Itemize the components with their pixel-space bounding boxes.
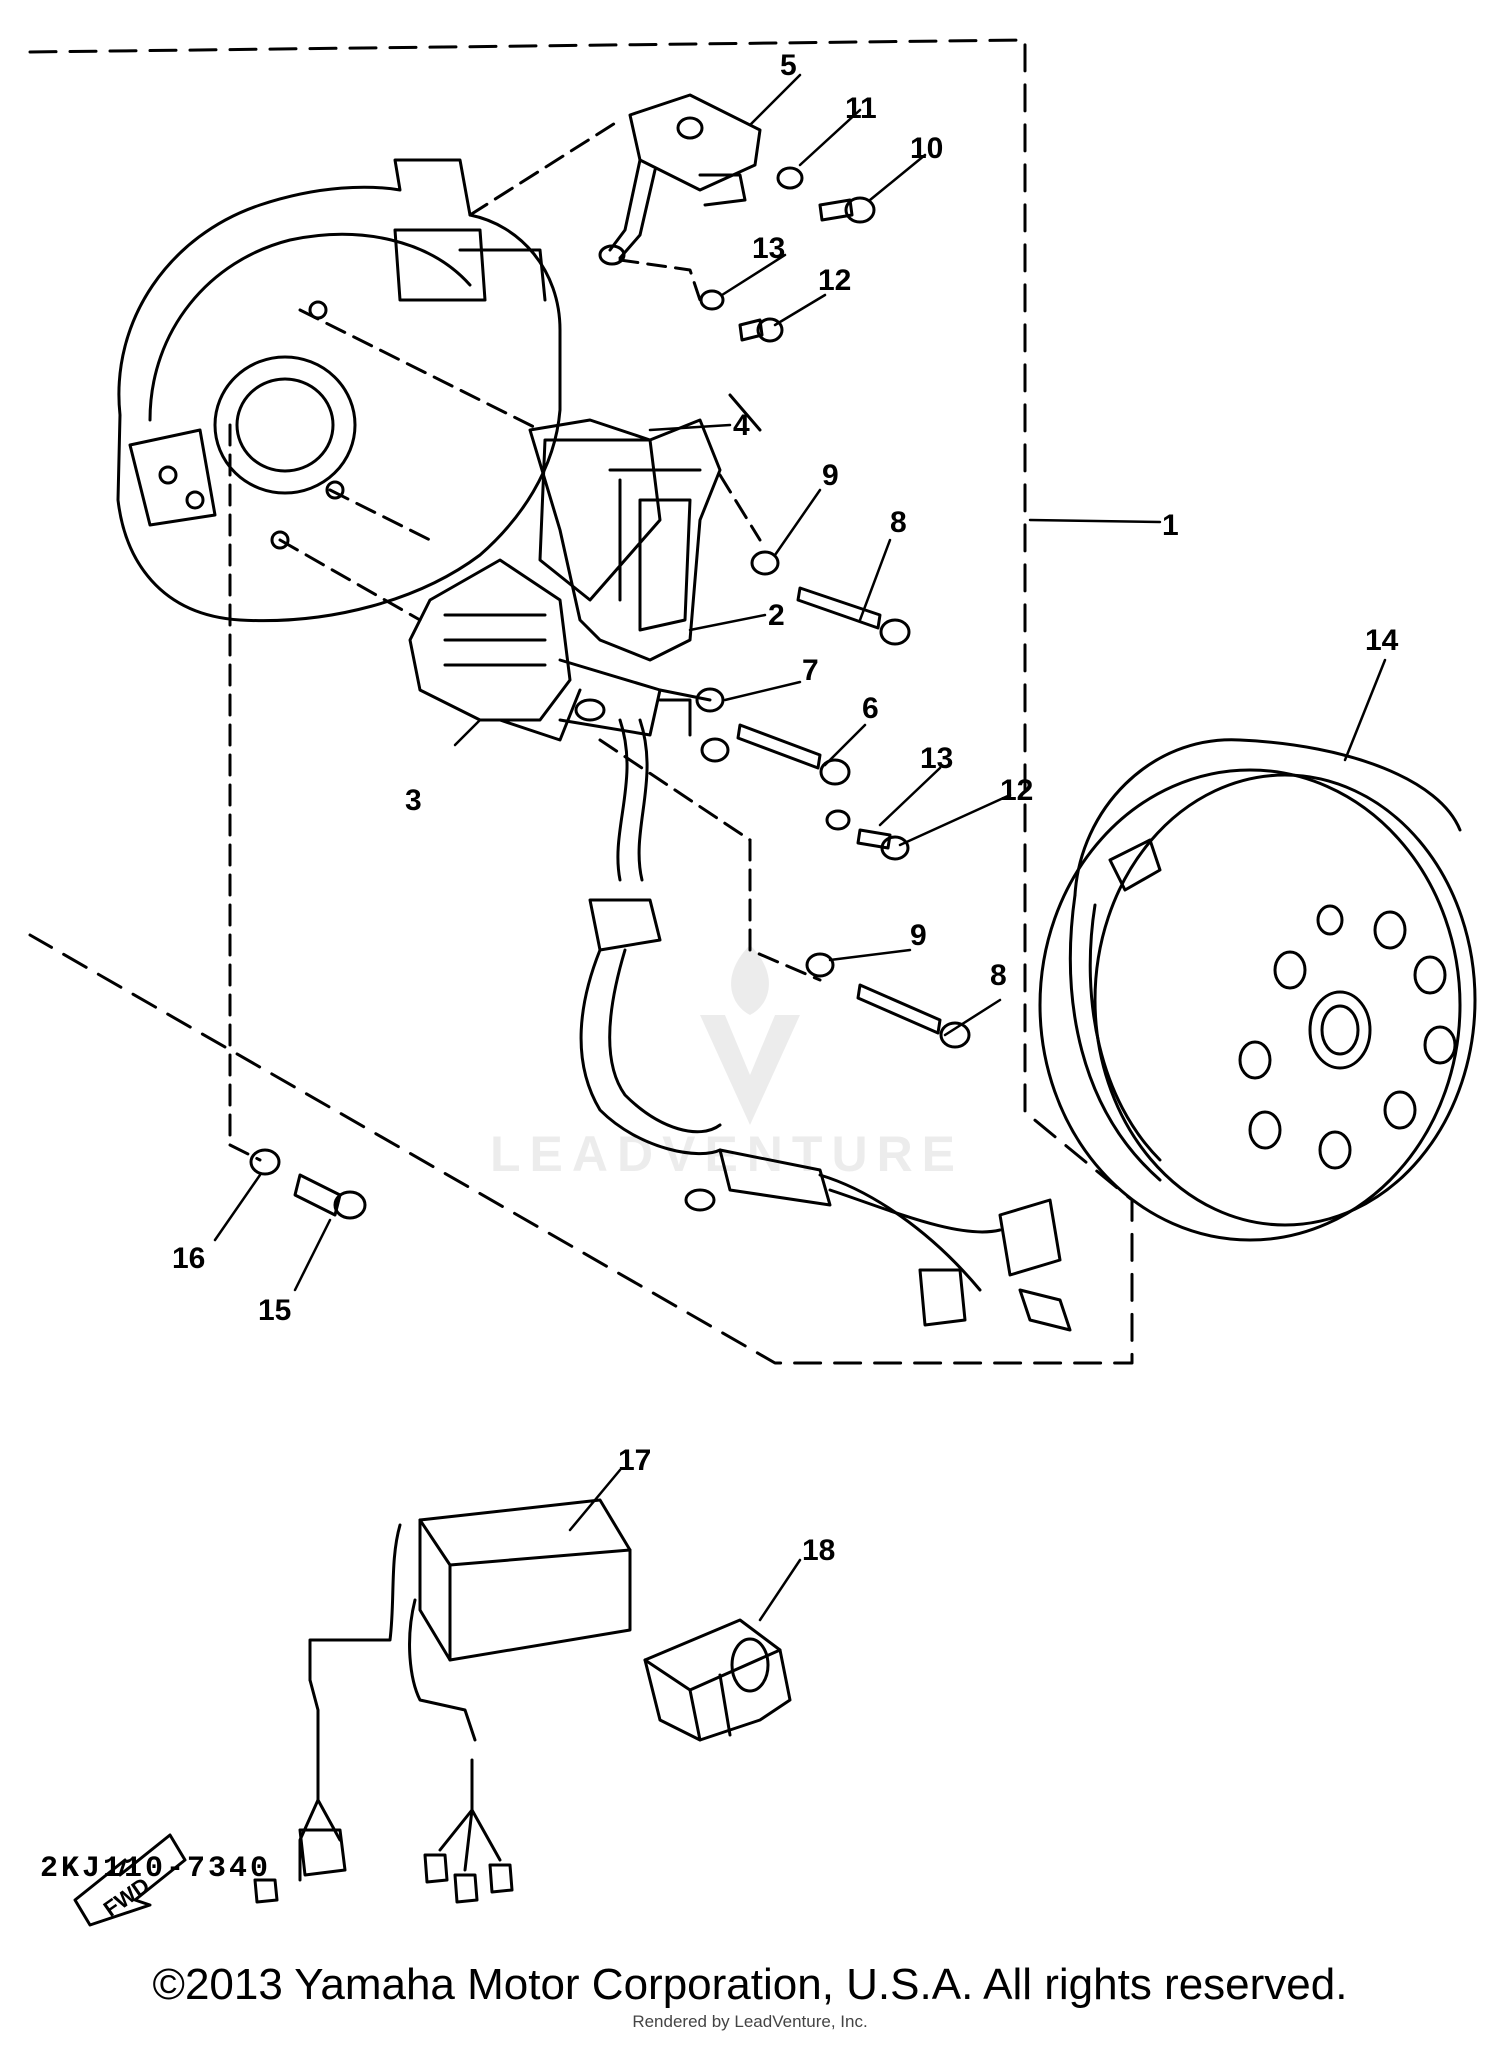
callout-16: 16 [172, 1242, 205, 1275]
stator-coil-assembly [408, 393, 762, 742]
callout-9a: 9 [822, 459, 839, 492]
fwd-arrow [73, 1833, 187, 1927]
rendered-by-notice: Rendered by LeadVenture, Inc. [632, 2012, 868, 2031]
cap-cover [643, 1618, 792, 1742]
wire-harness [579, 718, 1072, 1332]
assembly-leader-lines [228, 118, 822, 1162]
callout-13a: 13 [752, 232, 785, 265]
flywheel-rotor [1038, 738, 1477, 1242]
callout-15: 15 [258, 1294, 291, 1327]
callout-14: 14 [1365, 624, 1399, 657]
callout-8a: 8 [890, 506, 907, 539]
callout-6: 6 [862, 692, 879, 725]
watermark-text: LEADVENTURE [490, 1126, 965, 1182]
callout-leaders [213, 73, 1387, 1622]
watermark-logo [700, 945, 800, 1125]
callout-9b: 9 [910, 919, 927, 952]
hardware [249, 166, 971, 1220]
callout-1: 1 [1162, 509, 1179, 542]
callout-10: 10 [910, 132, 943, 165]
ignition-module [253, 1498, 632, 1904]
pickup-coil [598, 93, 762, 266]
callout-8b: 8 [990, 959, 1007, 992]
callout-4: 4 [733, 409, 750, 442]
callout-13b: 13 [920, 742, 953, 775]
callout-3: 3 [405, 784, 422, 817]
callout-7: 7 [802, 654, 819, 687]
stator-base-plate [116, 158, 562, 623]
callout-11: 11 [845, 92, 877, 125]
callout-2: 2 [768, 599, 785, 632]
copyright-notice: ©2013 Yamaha Motor Corporation, U.S.A. A… [152, 1960, 1348, 2009]
part-code: 2KJ110-7340 [40, 1852, 272, 1886]
callout-18: 18 [802, 1534, 835, 1567]
callout-5: 5 [780, 49, 797, 82]
callout-17: 17 [618, 1444, 651, 1477]
callout-12a: 12 [818, 264, 851, 297]
callout-12b: 12 [1000, 774, 1033, 807]
